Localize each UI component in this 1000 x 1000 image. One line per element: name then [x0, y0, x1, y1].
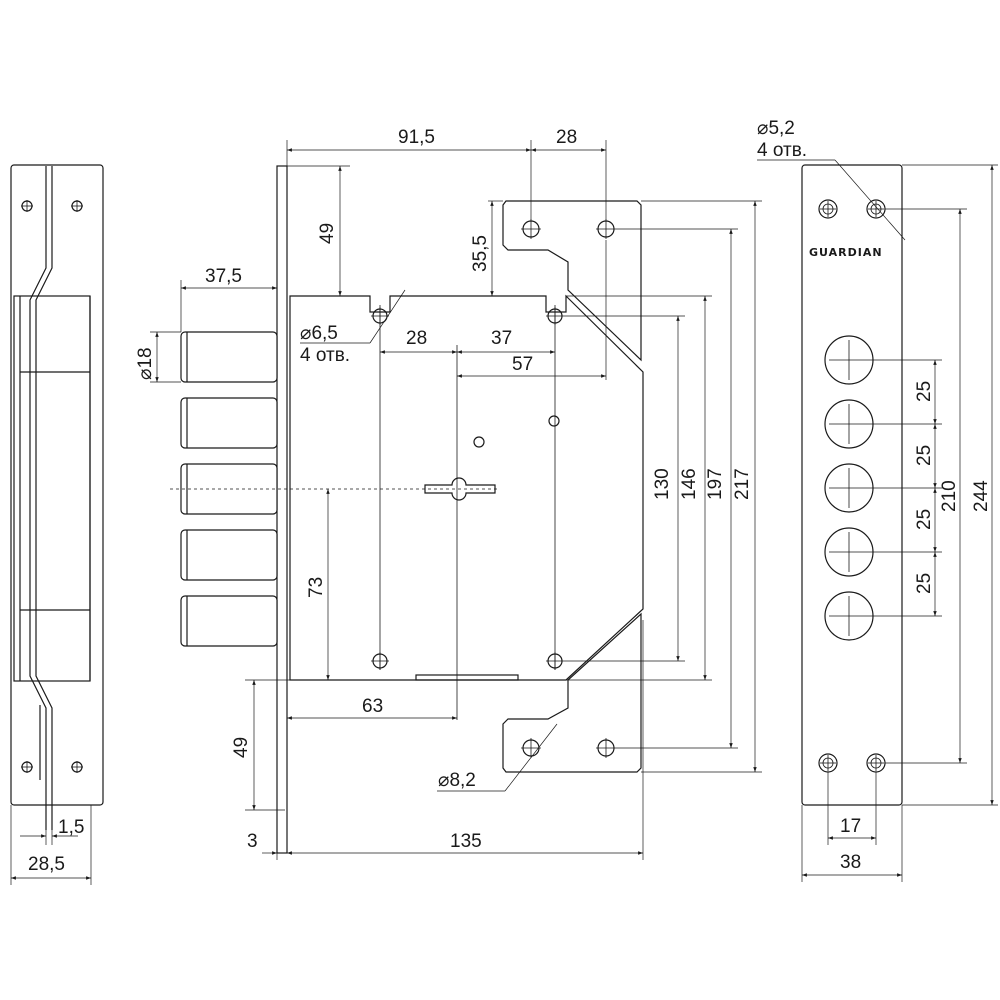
dim-25-b: 25	[914, 445, 935, 466]
side-screw-icon	[21, 200, 83, 773]
dim-25-d: 25	[914, 573, 935, 594]
dim-35-5: 35,5	[470, 235, 491, 272]
dim-73: 73	[306, 577, 327, 598]
dim-3: 3	[247, 831, 258, 852]
dim-dia-6-5: ⌀6,5	[300, 323, 338, 344]
dim-28-5: 28,5	[28, 854, 65, 875]
dim-57: 57	[512, 354, 533, 375]
brand-label: GUARDIAN	[809, 246, 883, 259]
faceplate-screw-icon	[818, 199, 886, 773]
side-view: 1,5 28,5	[10, 164, 104, 885]
dim-135: 135	[450, 831, 482, 852]
dim-dia-8-2: ⌀8,2	[438, 770, 476, 791]
dim-dia-18: ⌀18	[135, 347, 156, 380]
dim-dia-5-2: ⌀5,2	[757, 118, 795, 139]
dim-28-inner: 28	[406, 328, 427, 349]
dim-210: 210	[939, 480, 960, 512]
dim-37-5: 37,5	[205, 266, 242, 287]
bolt-hole-icon	[824, 335, 874, 641]
dim-17: 17	[840, 816, 861, 837]
dim-130: 130	[652, 468, 673, 500]
dim-49-bottom: 49	[231, 737, 252, 758]
dim-63: 63	[362, 696, 383, 717]
keyhole-icon	[424, 477, 496, 501]
dim-38: 38	[840, 852, 861, 873]
dim-244: 244	[971, 480, 992, 512]
dim-49-top: 49	[317, 223, 338, 244]
dim-146: 146	[679, 468, 700, 500]
dim-217: 217	[732, 468, 753, 500]
lock-body-view: 91,5 28 49 35,5 37,5 ⌀18 ⌀6,5 4 отв. 28 …	[135, 127, 762, 860]
holes-count-left: 4 отв.	[300, 345, 350, 366]
mounting-hole-icon	[371, 219, 616, 758]
faceplate-view: GUARDIAN ⌀5,2 4 отв. 25 25	[757, 118, 998, 882]
dim-91-5: 91,5	[398, 127, 435, 148]
dim-1-5: 1,5	[58, 817, 84, 838]
dim-25-c: 25	[914, 509, 935, 530]
dim-28-top: 28	[556, 127, 577, 148]
dim-197: 197	[705, 468, 726, 500]
dim-25-a: 25	[914, 381, 935, 402]
dim-37: 37	[491, 328, 512, 349]
holes-count-right: 4 отв.	[757, 140, 807, 161]
bolt-icon	[180, 331, 278, 647]
